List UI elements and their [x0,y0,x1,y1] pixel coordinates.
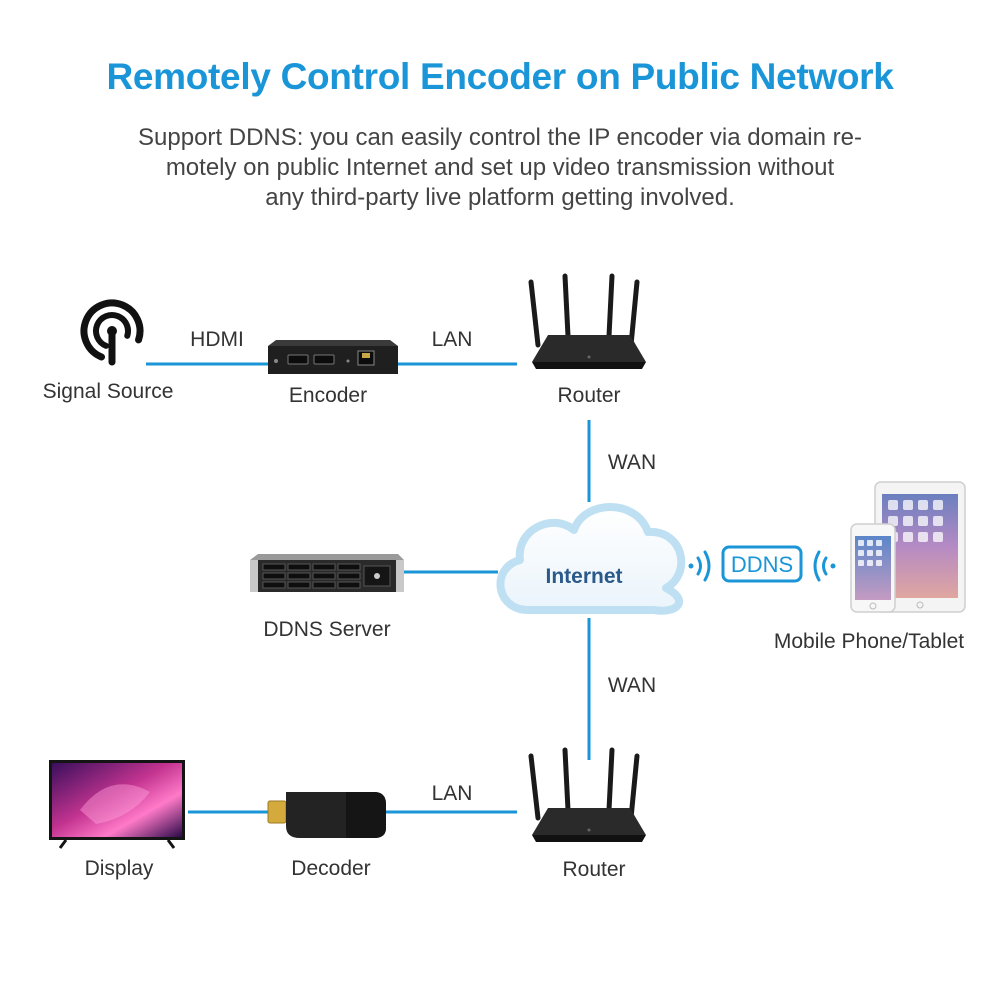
encoder-icon [268,340,398,374]
mobile-label: Mobile Phone/Tablet [774,630,964,653]
page-subtitle: Support DDNS: you can easily control the… [80,123,920,213]
ddns-badge: DDNS [721,545,803,583]
display-label: Display [85,857,154,880]
page-title: Remotely Control Encoder on Public Netwo… [106,56,894,97]
phone-icon [850,523,896,613]
broadcast-icon [80,299,144,366]
router-icon [528,273,646,369]
decoder-label: Decoder [291,857,370,880]
router-bottom-label: Router [562,858,625,881]
signal-source-label: Signal Source [43,380,174,403]
router-top-label: Router [557,384,620,407]
router-icon [528,747,646,842]
internet-label: Internet [545,565,622,588]
server-icon [250,554,404,592]
tv-icon [49,760,185,849]
wifi-signal-icon [813,550,836,582]
hdmi-label: HDMI [190,328,244,351]
encoder-label: Encoder [289,384,367,407]
lan-bottom-label: LAN [432,782,473,805]
wan-bottom-label: WAN [608,674,656,697]
subtitle-line-3: any third-party live platform getting in… [265,184,735,211]
subtitle-line-1: Support DDNS: you can easily control the… [138,124,862,151]
connection-lines [146,362,591,814]
cloud-icon [496,503,686,615]
wan-top-label: WAN [608,451,656,474]
wifi-signal-icon [688,550,711,582]
ddns-badge-label: DDNS [731,552,793,577]
lan-top-label: LAN [432,328,473,351]
subtitle-line-2: motely on public Internet and set up vid… [165,154,835,181]
decoder-icon [267,792,386,838]
ddns-server-label: DDNS Server [263,618,390,641]
